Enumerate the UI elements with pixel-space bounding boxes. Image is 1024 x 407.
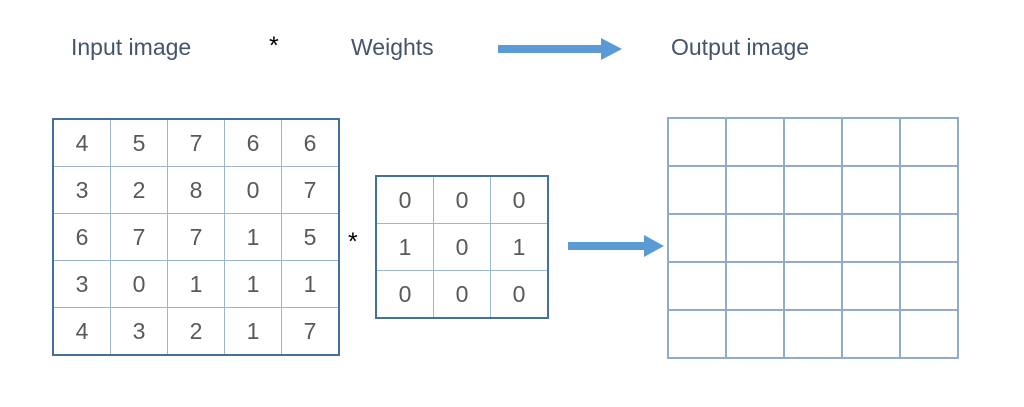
output-cell [783, 213, 843, 263]
input-cell: 3 [110, 307, 168, 356]
input-cell: 1 [281, 260, 340, 308]
weights-grid: 0 0 0 1 0 1 0 0 0 [375, 175, 549, 319]
table-row: 6 7 7 1 5 [52, 213, 340, 261]
output-cell [783, 117, 843, 167]
input-cell: 1 [224, 307, 282, 356]
output-cell [841, 117, 901, 167]
weight-cell: 0 [433, 175, 491, 224]
input-cell: 1 [167, 260, 225, 308]
table-row [667, 261, 959, 311]
result-right-arrow-icon [568, 235, 664, 257]
convolution-operator: * [348, 228, 358, 256]
output-cell [667, 213, 727, 263]
table-row: 4 5 7 6 6 [52, 118, 340, 167]
input-cell: 6 [281, 118, 340, 167]
output-cell [899, 165, 959, 215]
weight-cell: 1 [375, 223, 434, 271]
weight-cell: 0 [375, 175, 434, 224]
input-cell: 3 [52, 260, 111, 308]
output-cell [899, 261, 959, 311]
output-cell [667, 309, 727, 359]
input-cell: 5 [281, 213, 340, 261]
weight-cell: 0 [433, 223, 491, 271]
output-image-grid [667, 117, 959, 359]
input-cell: 4 [52, 118, 111, 167]
output-image-title: Output image [671, 34, 810, 60]
weight-cell: 0 [433, 270, 491, 319]
weight-cell: 0 [375, 270, 434, 319]
output-cell [725, 165, 785, 215]
output-cell [841, 261, 901, 311]
weight-cell: 1 [490, 223, 549, 271]
input-cell: 7 [167, 118, 225, 167]
table-row: 0 0 0 [375, 270, 549, 319]
input-cell: 2 [167, 307, 225, 356]
header-convolution-operator: * [269, 32, 279, 60]
input-cell: 8 [167, 166, 225, 214]
output-cell [841, 165, 901, 215]
output-cell [725, 117, 785, 167]
input-cell: 0 [224, 166, 282, 214]
input-cell: 5 [110, 118, 168, 167]
input-cell: 7 [110, 213, 168, 261]
output-cell [783, 309, 843, 359]
output-cell [899, 309, 959, 359]
input-cell: 4 [52, 307, 111, 356]
input-cell: 7 [281, 166, 340, 214]
table-row [667, 165, 959, 215]
output-cell [783, 165, 843, 215]
table-row: 1 0 1 [375, 223, 549, 271]
input-cell: 6 [52, 213, 111, 261]
input-cell: 6 [224, 118, 282, 167]
input-cell: 7 [281, 307, 340, 356]
input-cell: 0 [110, 260, 168, 308]
input-image-title: Input image [71, 34, 192, 60]
weight-cell: 0 [490, 270, 549, 319]
output-cell [841, 309, 901, 359]
weights-title: Weights [351, 34, 434, 60]
input-cell: 1 [224, 213, 282, 261]
table-row: 3 2 8 0 7 [52, 166, 340, 214]
output-cell [783, 261, 843, 311]
output-cell [841, 213, 901, 263]
input-cell: 2 [110, 166, 168, 214]
table-row: 0 0 0 [375, 175, 549, 224]
output-cell [899, 213, 959, 263]
output-cell [667, 261, 727, 311]
input-cell: 7 [167, 213, 225, 261]
output-cell [725, 213, 785, 263]
input-cell: 3 [52, 166, 111, 214]
output-cell [667, 165, 727, 215]
table-row: 4 3 2 1 7 [52, 307, 340, 356]
output-cell [725, 261, 785, 311]
output-cell [899, 117, 959, 167]
table-row: 3 0 1 1 1 [52, 260, 340, 308]
table-row [667, 309, 959, 359]
table-row [667, 213, 959, 263]
header-right-arrow-icon [498, 38, 622, 60]
weight-cell: 0 [490, 175, 549, 224]
input-cell: 1 [224, 260, 282, 308]
table-row [667, 117, 959, 167]
input-image-grid: 4 5 7 6 6 3 2 8 0 7 6 7 7 1 5 3 [52, 118, 340, 356]
output-cell [667, 117, 727, 167]
output-cell [725, 309, 785, 359]
